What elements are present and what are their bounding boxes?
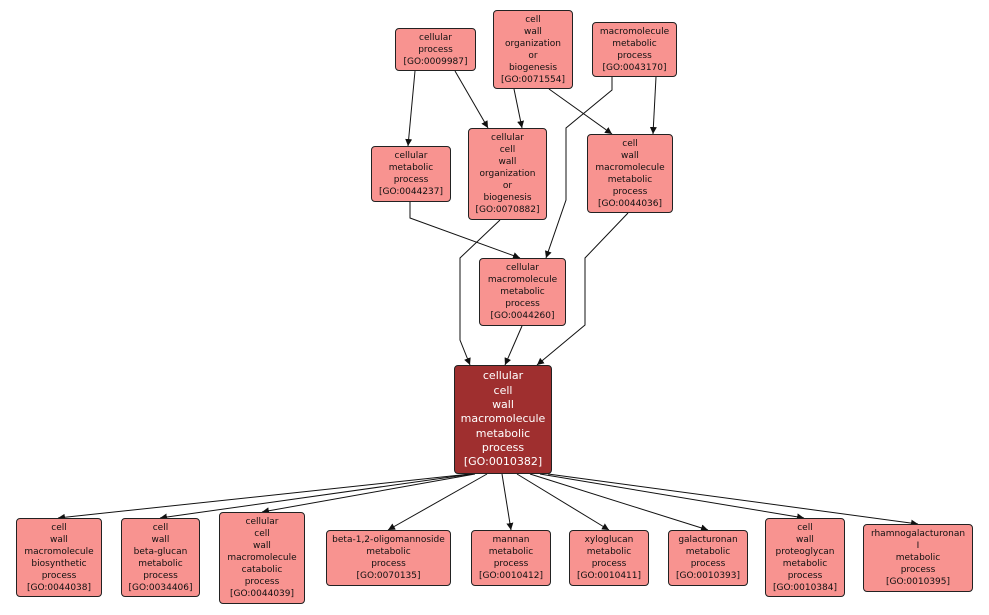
- node-go-0070882[interactable]: cellular cell wall organization or bioge…: [468, 128, 547, 220]
- edge-go-0043170-to-go-0044036: [649, 76, 657, 135]
- node-go-0010382-focus[interactable]: cellular cell wall macromolecule metabol…: [454, 365, 552, 474]
- node-label: cellular macromolecule metabolic process…: [487, 263, 558, 321]
- edge-go-0070882-to-go-0010382: [459, 219, 501, 366]
- node-go-0071554[interactable]: cell wall organization or biogenesis [GO…: [493, 10, 573, 89]
- node-label: cellular metabolic process [GO:0044237]: [378, 151, 444, 197]
- edge-go-0044036-to-go-0010382: [536, 212, 629, 366]
- node-label: beta-1,2-oligomannoside metabolic proces…: [332, 535, 445, 581]
- edge-go-0010382-to-go-0070135: [387, 473, 488, 531]
- edge-go-0071554-to-go-0070882: [513, 88, 525, 129]
- edge-go-0010382-to-go-0010411: [516, 473, 610, 531]
- edge-go-0044237-to-go-0044260: [409, 202, 521, 259]
- node-label: cellular cell wall macromolecule metabol…: [460, 369, 546, 469]
- edge-go-0010382-to-go-0044039: [261, 473, 476, 515]
- node-label: galacturonan metabolic process [GO:00103…: [675, 535, 741, 581]
- node-label: cell wall proteoglycan metabolic process…: [772, 522, 838, 593]
- edge-go-0010382-to-go-0010395: [547, 473, 919, 527]
- node-label: xyloglucan metabolic process [GO:0010411…: [576, 535, 642, 581]
- edge-go-0010382-to-go-0044038: [57, 473, 471, 521]
- node-go-0034406[interactable]: cell wall beta-glucan metabolic process …: [121, 518, 200, 597]
- edge-go-0009987-to-go-0044237: [405, 70, 416, 147]
- node-go-0044039[interactable]: cellular cell wall macromolecule catabol…: [219, 512, 305, 604]
- node-go-0044036[interactable]: cell wall macromolecule metabolic proces…: [587, 134, 673, 213]
- node-label: mannan metabolic process [GO:0010412]: [478, 535, 544, 581]
- node-go-0044038[interactable]: cell wall macromolecule biosynthetic pro…: [16, 518, 102, 597]
- node-label: rhamnogalacturonan I metabolic process […: [870, 529, 966, 587]
- edge-go-0043170-to-go-0044260: [544, 77, 613, 259]
- node-go-0010393[interactable]: galacturonan metabolic process [GO:00103…: [668, 530, 748, 586]
- edge-go-0071554-to-go-0044036: [548, 88, 613, 135]
- edge-go-0010382-to-go-0010412: [501, 473, 514, 531]
- node-go-0043170[interactable]: macromolecule metabolic process [GO:0043…: [592, 22, 677, 77]
- edge-go-0010382-to-go-0010384: [539, 473, 805, 521]
- node-go-0010412[interactable]: mannan metabolic process [GO:0010412]: [471, 530, 551, 586]
- edge-go-0044260-to-go-0010382: [504, 325, 523, 366]
- edge-go-0010382-to-go-0034406: [159, 473, 473, 521]
- node-label: cell wall macromolecule biosynthetic pro…: [24, 522, 94, 593]
- node-go-0044237[interactable]: cellular metabolic process [GO:0044237]: [371, 146, 451, 202]
- node-label: cellular cell wall macromolecule catabol…: [227, 517, 297, 599]
- node-go-0010411[interactable]: xyloglucan metabolic process [GO:0010411…: [569, 530, 649, 586]
- node-label: cell wall macromolecule metabolic proces…: [595, 138, 665, 209]
- edge-go-0009987-to-go-0070882: [454, 70, 489, 129]
- node-label: macromolecule metabolic process [GO:0043…: [599, 26, 670, 73]
- node-label: cellular process [GO:0009987]: [403, 32, 468, 67]
- node-label: cellular cell wall organization or bioge…: [475, 133, 540, 215]
- node-go-0010395[interactable]: rhamnogalacturonan I metabolic process […: [863, 524, 973, 592]
- node-go-0009987[interactable]: cellular process [GO:0009987]: [395, 28, 476, 71]
- node-label: cell wall beta-glucan metabolic process …: [128, 522, 193, 593]
- node-go-0010384[interactable]: cell wall proteoglycan metabolic process…: [765, 518, 845, 597]
- node-label: cell wall organization or biogenesis [GO…: [500, 14, 566, 85]
- edge-go-0010382-to-go-0010393: [529, 473, 709, 532]
- node-go-0070135[interactable]: beta-1,2-oligomannoside metabolic proces…: [326, 530, 451, 586]
- node-go-0044260[interactable]: cellular macromolecule metabolic process…: [479, 258, 566, 326]
